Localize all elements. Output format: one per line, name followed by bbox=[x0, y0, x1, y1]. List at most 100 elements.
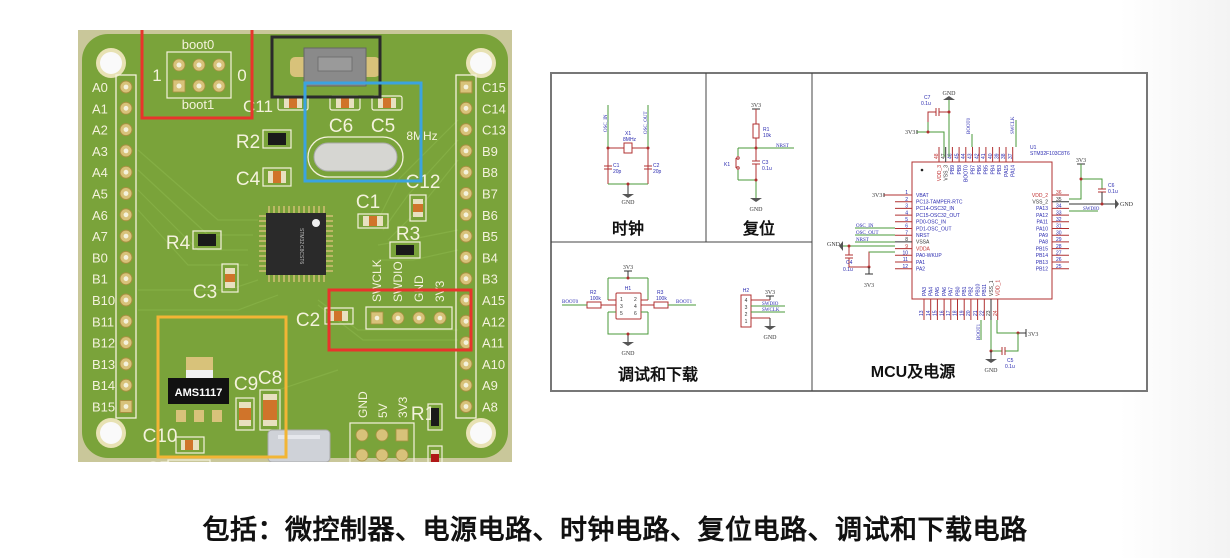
svg-text:VSS_1: VSS_1 bbox=[989, 280, 995, 296]
boot1-net: BOOT1 bbox=[676, 300, 693, 305]
right-gnd: GND bbox=[1120, 202, 1134, 208]
mcu-bottom-pins: 13PA314PA415PA516PA617PA718PB019PB120PB2… bbox=[919, 280, 1002, 320]
svg-text:42: 42 bbox=[974, 153, 980, 159]
header-pin-a0: A0 bbox=[92, 80, 133, 95]
header-pin-b8: B8 bbox=[459, 165, 498, 180]
page-caption: 包括：微控制器、电源电路、时钟电路、复位电路、调试和下载电路 bbox=[202, 515, 1028, 546]
svg-text:PB13: PB13 bbox=[1036, 260, 1048, 266]
right-header-outline bbox=[455, 74, 477, 419]
h2-pin-2: 2 bbox=[745, 312, 748, 318]
svg-text:28: 28 bbox=[1056, 244, 1062, 250]
svg-text:PA9: PA9 bbox=[1039, 233, 1048, 239]
header-pin-b13: B13 bbox=[92, 357, 133, 372]
mcu-title: MCU及电源 bbox=[871, 362, 955, 381]
h2-pin-3: 3 bbox=[745, 305, 748, 311]
svg-text:VDD_3: VDD_3 bbox=[937, 165, 943, 181]
bottom-3v3: 3V3 bbox=[1028, 332, 1038, 338]
svg-text:35: 35 bbox=[1056, 197, 1062, 203]
debug-title: 调试和下载 bbox=[618, 365, 698, 384]
svg-text:PB12: PB12 bbox=[1036, 267, 1048, 273]
u1-ref: U1 bbox=[1030, 145, 1037, 151]
svg-text:PB6: PB6 bbox=[977, 165, 983, 175]
svg-text:VSSA: VSSA bbox=[916, 240, 930, 246]
svg-text:PA0-WKUP: PA0-WKUP bbox=[916, 253, 942, 259]
pin-label: A6 bbox=[92, 208, 108, 223]
svg-text:PB5: PB5 bbox=[984, 165, 990, 175]
boot1-label: boot1 bbox=[182, 97, 215, 112]
c3-ref: C3 bbox=[762, 160, 769, 166]
header-pin-b9: B9 bbox=[459, 144, 498, 159]
pin-label: A2 bbox=[92, 123, 108, 138]
r4-label: R4 bbox=[166, 233, 191, 254]
svg-text:43: 43 bbox=[968, 153, 974, 159]
svg-text:PB9: PB9 bbox=[950, 165, 956, 175]
mcu-body bbox=[911, 161, 1053, 300]
swdio-net: SWDIO bbox=[762, 302, 779, 307]
reset-gnd: GND bbox=[750, 207, 764, 213]
svg-text:PA13: PA13 bbox=[1036, 206, 1048, 212]
svg-text:NRST: NRST bbox=[916, 233, 930, 239]
h1-ref: H1 bbox=[625, 286, 632, 292]
svg-text:PA12: PA12 bbox=[1036, 213, 1048, 219]
left-header-outline bbox=[115, 74, 137, 419]
osc-out-left-net: OSC_OUT bbox=[856, 231, 879, 236]
svg-text:PB3: PB3 bbox=[997, 165, 1003, 175]
pin-label: B0 bbox=[92, 250, 108, 265]
svg-text:30: 30 bbox=[1056, 230, 1062, 236]
pin-label: B4 bbox=[482, 250, 498, 265]
schematic: OSC_IN OSC_OUT X1 8MHz C1 20p C2 20p GND… bbox=[550, 72, 1148, 392]
svg-text:32: 32 bbox=[1056, 217, 1062, 223]
cap-c1 bbox=[357, 213, 389, 229]
svg-text:PA2: PA2 bbox=[916, 267, 925, 273]
cap-c8 bbox=[259, 389, 281, 431]
svg-text:21: 21 bbox=[973, 310, 979, 316]
c6-value: 0.1u bbox=[1108, 189, 1118, 195]
svg-text:PA6: PA6 bbox=[942, 287, 948, 296]
r3-value: 100k bbox=[656, 296, 667, 302]
svg-text:PB2: PB2 bbox=[969, 286, 975, 296]
mcu-right-pins: 36VDD_235VSS_234PA1333PA1232PA1131PA1030… bbox=[1032, 190, 1069, 273]
svg-text:PA14: PA14 bbox=[1011, 165, 1017, 177]
svg-text:8: 8 bbox=[905, 237, 908, 243]
svg-text:29: 29 bbox=[1056, 237, 1062, 243]
debug-circuit: 3V3 H1 1 2 3 4 5 6 R2 100k R3 100k BOOT0… bbox=[562, 265, 785, 384]
svg-text:11: 11 bbox=[903, 257, 908, 263]
svg-text:PA10: PA10 bbox=[1036, 226, 1048, 232]
h2-gnd: GND bbox=[764, 335, 778, 341]
header-pin-b1: B1 bbox=[92, 272, 133, 287]
svg-text:VSS_3: VSS_3 bbox=[944, 165, 950, 181]
pin-label: A1 bbox=[92, 101, 108, 116]
svg-text:12: 12 bbox=[902, 264, 908, 270]
pin-label: C13 bbox=[482, 123, 506, 138]
svg-text:PB1: PB1 bbox=[962, 286, 968, 296]
svg-text:19: 19 bbox=[959, 310, 965, 316]
svg-text:VSS_2: VSS_2 bbox=[1032, 200, 1048, 206]
header-pin-a8: A8 bbox=[459, 400, 498, 415]
pin-label: A7 bbox=[92, 229, 108, 244]
regulator-label: AMS1117 bbox=[175, 387, 223, 399]
pin-label: A12 bbox=[482, 314, 505, 329]
svg-text:PA3: PA3 bbox=[922, 287, 928, 296]
svg-text:PC14-OSC32_IN: PC14-OSC32_IN bbox=[916, 206, 955, 212]
c1-ref: C1 bbox=[613, 163, 620, 169]
pin-label: A0 bbox=[92, 80, 108, 95]
svg-text:22: 22 bbox=[980, 310, 986, 316]
